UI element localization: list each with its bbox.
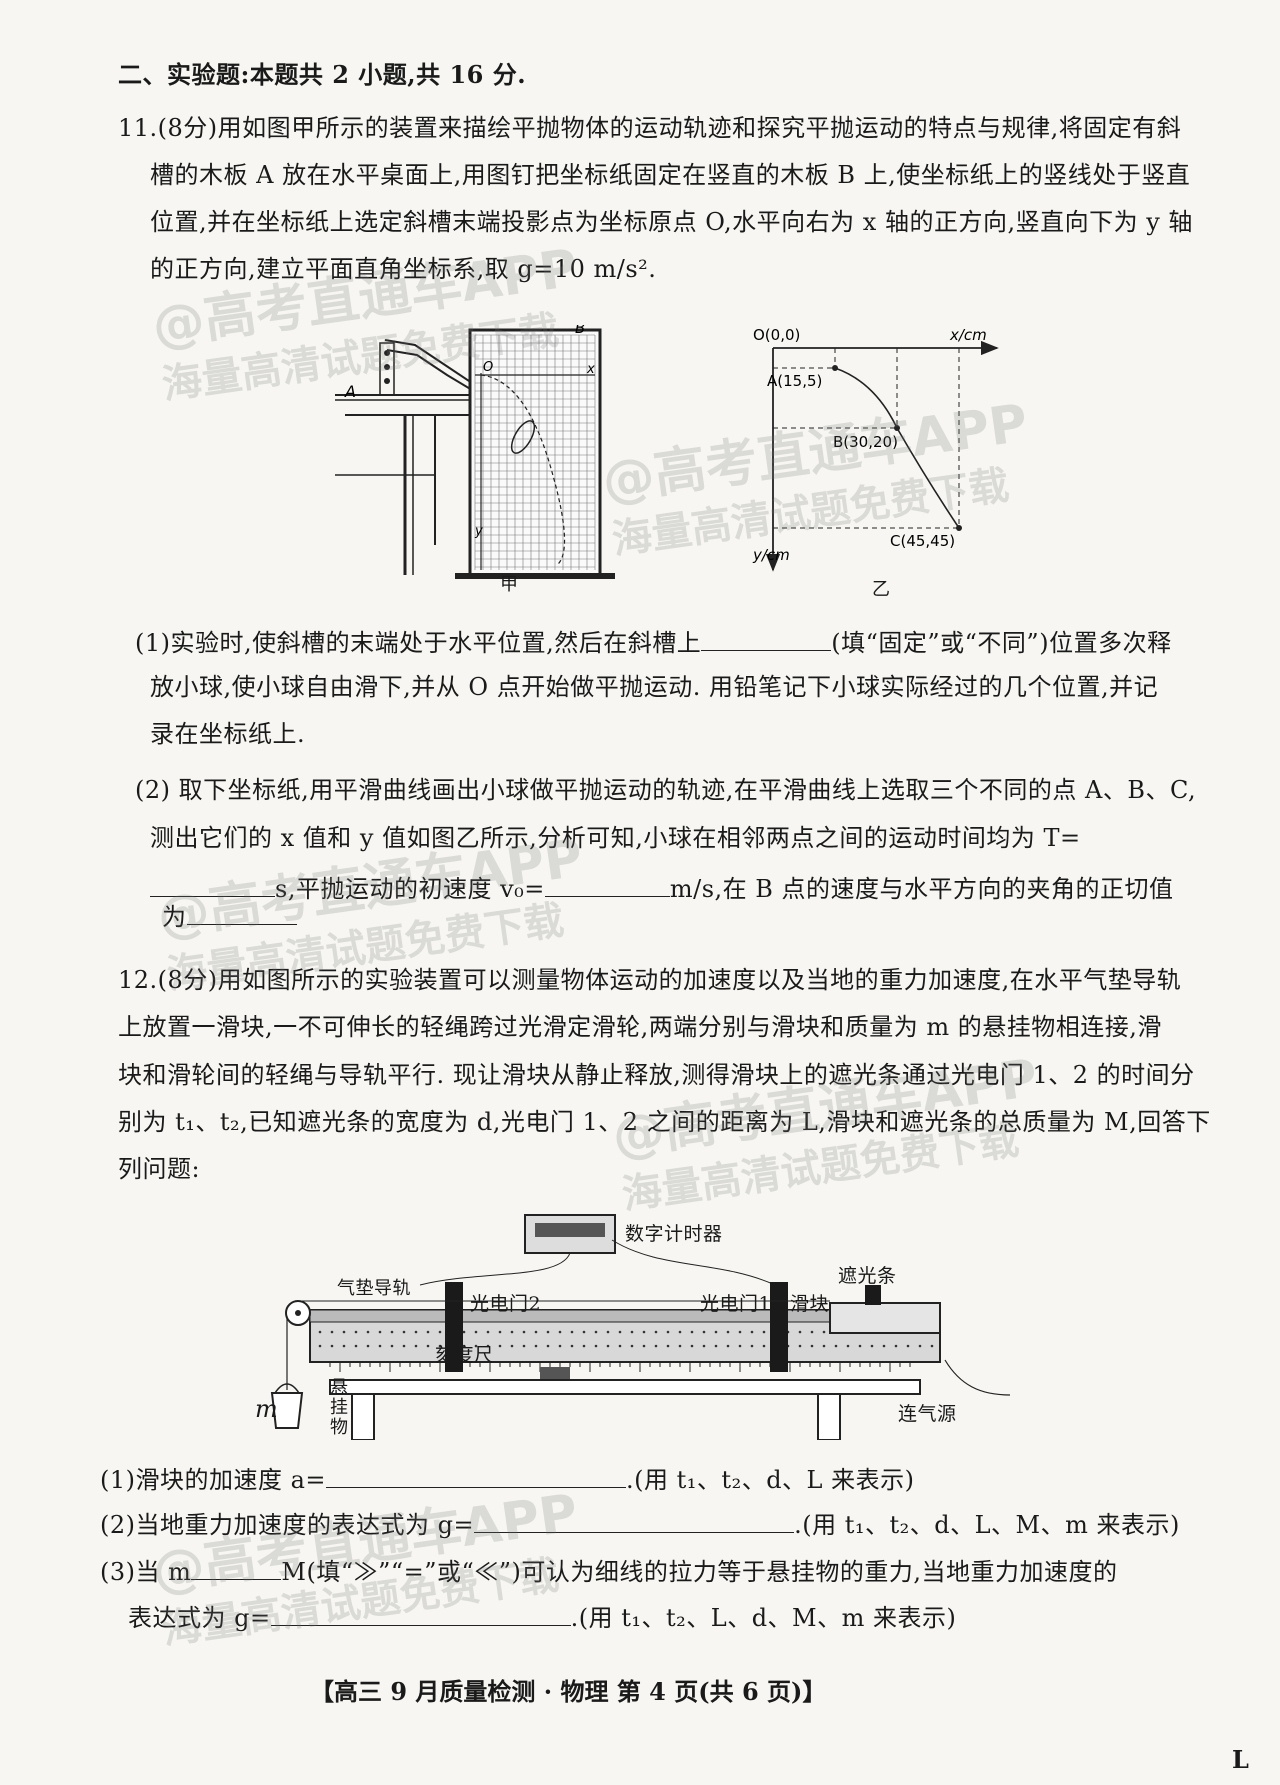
label-x: x — [586, 362, 595, 377]
figure-yi: O(0,0) x/cm A(15,5) B(30,20) C(45,45) y/… — [752, 326, 999, 572]
q12-p1: (1)滑块的加速度 a=.(用 t₁、t₂、d、L 来表示) — [100, 1465, 915, 1494]
answer-blank-T[interactable] — [150, 874, 275, 897]
q12-line-2: 上放置一滑块,一不可伸长的轻绳跨过光滑定滑轮,两端分别与滑块和质量为 m 的悬挂… — [118, 1013, 1162, 1041]
label-y: y — [474, 524, 483, 539]
page-footer: 【高三 9 月质量检测 · 物理 第 4 页(共 6 页)】 — [310, 1677, 827, 1706]
q12-line-4: 别为 t₁、t₂,已知遮光条的宽度为 d,光电门 1、2 之间的距离为 L,滑块… — [118, 1108, 1211, 1136]
label-strip: 遮光条 — [838, 1265, 897, 1287]
answer-blank-relation[interactable] — [191, 1557, 282, 1580]
q11-line-3: 位置,并在坐标纸上选定斜槽末端投影点为坐标原点 O,水平向右为 x 轴的正方向,… — [150, 208, 1193, 236]
answer-blank-a[interactable] — [326, 1465, 627, 1488]
q12-p3-line2: 表达式为 g=.(用 t₁、t₂、L、d、M、m 来表示) — [128, 1603, 957, 1632]
watermark-7: @高考直通车APP — [608, 1048, 1042, 1168]
label-slider: 滑块 — [790, 1293, 830, 1315]
label-gate1: 光电门1 — [700, 1293, 772, 1315]
label-B: B — [575, 325, 585, 337]
answer-blank-g2[interactable] — [270, 1603, 571, 1626]
caption-yi: 乙 — [872, 579, 891, 600]
q11-p1-line3: 录在坐标纸上. — [150, 720, 306, 748]
point-B-label: B(30,20) — [833, 433, 898, 451]
y-axis-label: y/cm — [752, 546, 790, 564]
figure-jia: A B O x y — [335, 325, 615, 579]
label-rail: 气垫导轨 — [337, 1278, 411, 1299]
q12-line-3: 块和滑轮间的轻绳与导轨平行. 现让滑块从静止释放,测得滑块上的遮光条通过光电门 … — [118, 1061, 1195, 1089]
q11-p2-line4: 为 — [162, 902, 297, 929]
label-O: O — [483, 360, 493, 375]
label-ruler: 刻度尺 — [435, 1344, 494, 1366]
q12-p2: (2)当地重力加速度的表达式为 g=.(用 t₁、t₂、d、L、M、m 来表示) — [100, 1510, 1180, 1539]
q11-p1-line1: (1)实验时,使斜槽的末端处于水平位置,然后在斜槽上(填“固定”或“不同”)位置… — [135, 628, 1172, 657]
q11-p2-line1: (2) 取下坐标纸,用平滑曲线画出小球做平抛运动的轨迹,在平滑曲线上选取三个不同… — [135, 776, 1197, 804]
label-hang: 悬 挂 物 — [330, 1377, 349, 1438]
label-air-source: 连气源 — [898, 1403, 957, 1425]
section-title: 二、实验题:本题共 2 小题,共 16 分. — [118, 60, 527, 89]
label-m: m — [255, 1395, 279, 1423]
answer-blank-1[interactable] — [701, 628, 832, 651]
q11-p2-line2: 测出它们的 x 值和 y 值如图乙所示,分析可知,小球在相邻两点之间的运动时间均… — [150, 824, 1081, 852]
q11-line-4: 的正方向,建立平面直角坐标系,取 g=10 m/s². — [150, 255, 657, 283]
figure-air-track — [270, 1214, 1011, 1440]
answer-blank-tan[interactable] — [186, 902, 297, 925]
q11-line-2: 槽的木板 A 放在水平桌面上,用图钉把坐标纸固定在竖直的木板 B 上,使坐标纸上… — [150, 161, 1191, 189]
q11-p2-line3: s,平抛运动的初速度 v₀=m/s,在 B 点的速度与水平方向的夹角的正切值 — [150, 874, 1174, 901]
label-A: A — [344, 382, 356, 401]
q12-line-1: 12.(8分)用如图所示的实验装置可以测量物体运动的加速度以及当地的重力加速度,… — [118, 966, 1182, 994]
answer-blank-g1[interactable] — [474, 1510, 795, 1533]
label-gate2: 光电门2 — [470, 1293, 542, 1315]
q11-p1-line2: 放小球,使小球自由滑下,并从 O 点开始做平抛运动. 用铅笔记下小球实际经过的几… — [150, 673, 1159, 701]
label-timer: 数字计时器 — [625, 1223, 723, 1245]
x-axis-label: x/cm — [949, 326, 987, 344]
caption-jia: 甲 — [500, 574, 519, 595]
origin-label: O(0,0) — [753, 326, 800, 344]
point-C-label: C(45,45) — [890, 532, 955, 550]
q12-line-5: 列问题: — [118, 1155, 201, 1183]
q11-line-1: 11.(8分)用如图甲所示的装置来描绘平抛物体的运动轨迹和探究平抛运动的特点与规… — [118, 114, 1182, 142]
answer-blank-v0[interactable] — [544, 874, 670, 897]
corner-mark: L — [1232, 1745, 1250, 1774]
point-A-label: A(15,5) — [767, 372, 822, 390]
